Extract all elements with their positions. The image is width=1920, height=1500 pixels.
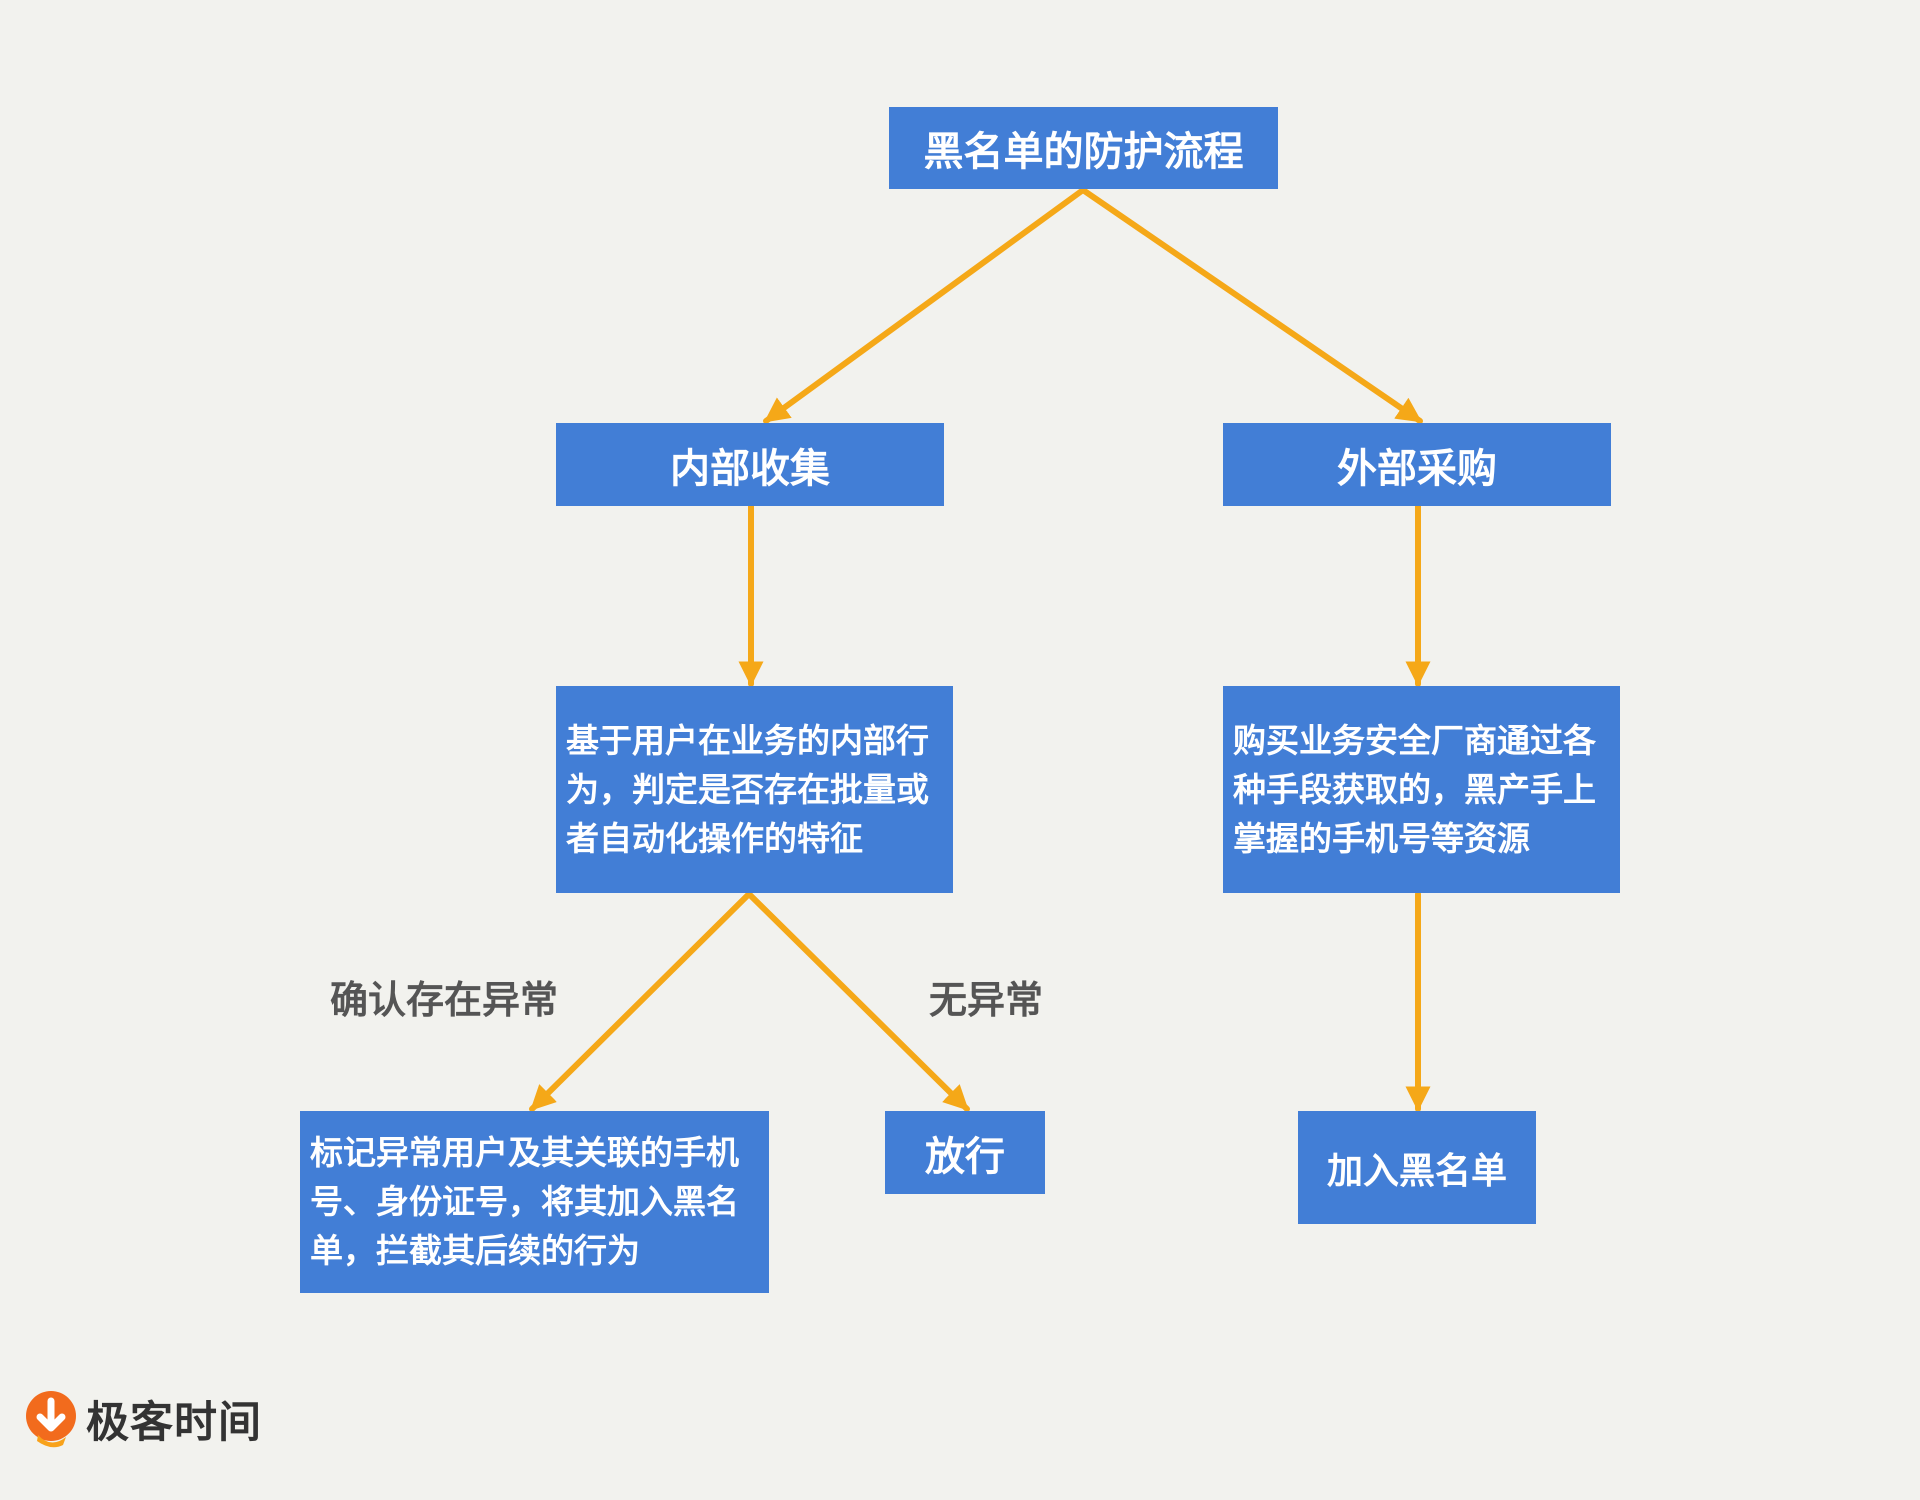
node-label: 黑名单的防护流程	[923, 129, 1244, 175]
arrow-detail-to-mark-block	[529, 891, 752, 1112]
node-mark-block: 标记异常用户及其关联的手机号、身份证号，将其加入黑名单，拦截其后续的行为	[300, 1111, 769, 1293]
node-allow: 放行	[885, 1111, 1045, 1194]
node-label: 内部收集	[670, 445, 830, 492]
arrow-root-to-external	[1080, 187, 1423, 424]
node-internal: 内部收集	[556, 423, 944, 506]
node-label: 基于用户在业务的内部行为，判定是否存在批量或者自动化操作的特征	[566, 721, 929, 858]
logo-text: 极客时间	[86, 1398, 262, 1448]
arrow-detail-to-allow	[746, 891, 970, 1112]
node-label: 标记异常用户及其关联的手机号、身份证号，将其加入黑名单，拦截其后续的行为	[310, 1132, 739, 1270]
node-internal-detail: 基于用户在业务的内部行为，判定是否存在批量或者自动化操作的特征	[556, 686, 953, 893]
node-external-detail: 购买业务安全厂商通过各种手段获取的，黑产手上掌握的手机号等资源	[1223, 686, 1620, 893]
arrow-root-to-internal	[763, 187, 1086, 424]
node-root: 黑名单的防护流程	[889, 107, 1278, 189]
node-label: 加入黑名单	[1326, 1150, 1507, 1192]
edge-label-anomaly-confirmed: 确认存在异常	[330, 978, 559, 1022]
node-label: 购买业务安全厂商通过各种手段获取的，黑产手上掌握的手机号等资源	[1233, 721, 1596, 858]
edge-label-no-anomaly: 无异常	[929, 978, 1044, 1022]
node-add-blacklist: 加入黑名单	[1298, 1111, 1536, 1224]
brand-logo: 极客时间	[24, 1388, 262, 1450]
geektime-logo-icon	[26, 1391, 76, 1448]
node-label: 放行	[925, 1133, 1005, 1180]
node-external: 外部采购	[1223, 423, 1611, 506]
node-label: 外部采购	[1337, 445, 1497, 492]
